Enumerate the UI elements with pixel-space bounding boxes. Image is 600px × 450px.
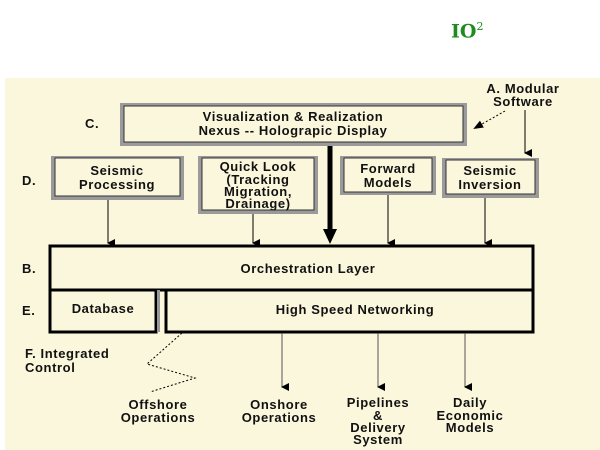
daily-line2: Economic (437, 408, 504, 423)
label-a-line1: A. Modular (486, 81, 559, 96)
title-superscript: 2 (476, 20, 484, 33)
orchestration-box (48, 244, 535, 292)
label-d: D. (22, 173, 36, 188)
seismic-processing-line1: Seismic (90, 163, 143, 178)
output-offshore: Offshore Operations (121, 397, 196, 425)
offshore-line2: Operations (121, 410, 196, 425)
slide-title: IO2 (451, 20, 483, 42)
orchestration-label: Orchestration Layer (241, 261, 376, 276)
seismic-inversion-box: Seismic Inversion (442, 158, 539, 198)
pipelines-line2: & (373, 408, 383, 423)
database-label: Database (72, 301, 135, 316)
title-text: IO (451, 20, 477, 43)
networking-box (164, 288, 535, 334)
pipelines-line1: Pipelines (347, 395, 409, 410)
daily-line3: Models (446, 420, 494, 435)
label-e: E. (22, 303, 35, 318)
quick-look-line1: Quick Look (220, 159, 297, 174)
output-pipelines: Pipelines & Delivery System (347, 395, 409, 447)
dashed-arrow-a-to-c (473, 110, 506, 129)
dashed-zigzag-f (145, 332, 197, 393)
onshore-line2: Operations (242, 410, 317, 425)
visualization-line2: Nexus -- Holograpic Display (199, 123, 388, 138)
pipelines-line3: Delivery (350, 420, 406, 435)
seismic-inversion-line2: Inversion (458, 177, 521, 192)
forward-models-box: Forward Models (340, 156, 436, 195)
label-b: B. (22, 261, 36, 276)
label-a-line2: Software (493, 94, 553, 109)
output-onshore: Onshore Operations (242, 397, 317, 425)
pipelines-line4: System (353, 432, 403, 447)
database-box (48, 288, 158, 334)
thick-arrowhead (323, 229, 337, 244)
label-f-line1: F. Integrated (25, 346, 109, 361)
daily-line1: Daily (453, 395, 487, 410)
quick-look-line2: (Tracking (226, 172, 289, 187)
onshore-line1: Onshore (250, 397, 308, 412)
networking-label: High Speed Networking (276, 302, 435, 317)
forward-models-line1: Forward (360, 161, 415, 176)
database-shadow (157, 290, 160, 332)
output-daily: Daily Economic Models (437, 395, 504, 435)
label-c: C. (85, 116, 99, 131)
seismic-processing-box: Seismic Processing (51, 156, 184, 200)
quick-look-box: Quick Look (Tracking Migration, Drainage… (198, 156, 318, 214)
seismic-inversion-line1: Seismic (463, 163, 516, 178)
offshore-line1: Offshore (129, 397, 188, 412)
label-f-line2: Control (25, 360, 75, 375)
visualization-box: Visualization & Realization Nexus -- Hol… (120, 103, 467, 146)
quick-look-line4: Drainage) (225, 196, 290, 211)
quick-look-line3: Migration, (224, 184, 292, 199)
visualization-line1: Visualization & Realization (203, 109, 384, 124)
seismic-processing-line2: Processing (79, 177, 155, 192)
forward-models-line2: Models (364, 175, 412, 190)
